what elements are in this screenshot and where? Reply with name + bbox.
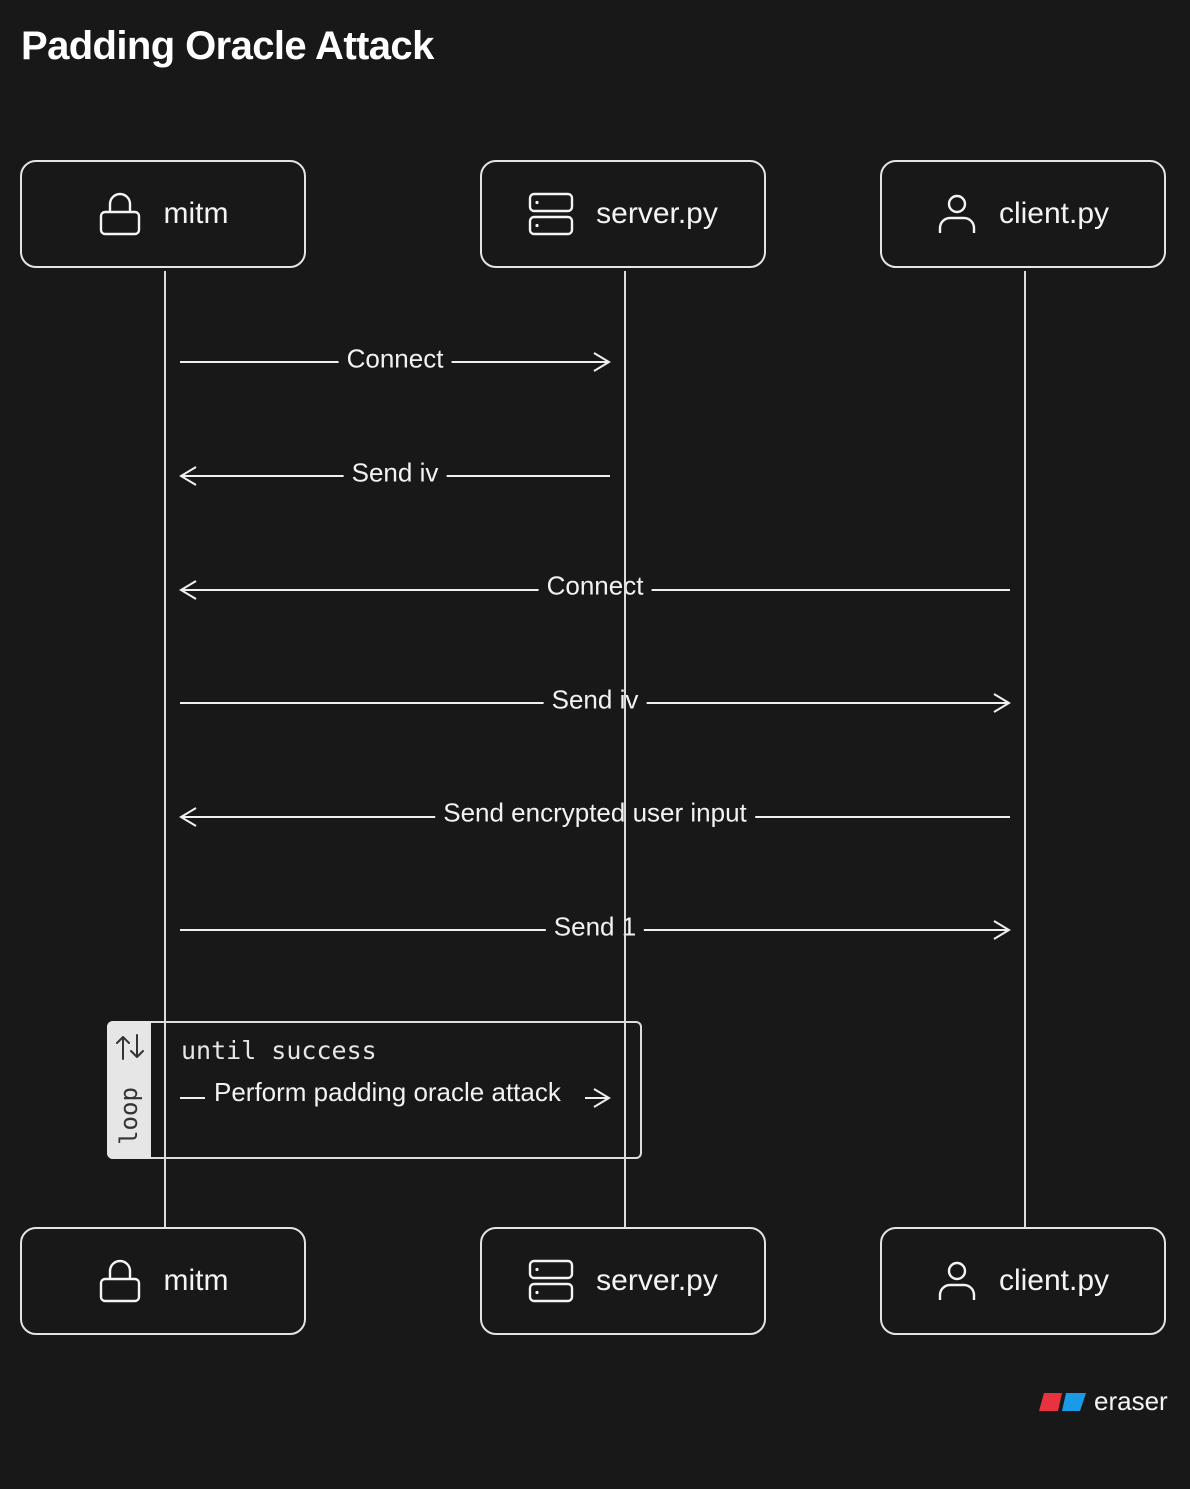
brand-name: eraser <box>1094 1386 1168 1416</box>
user-icon <box>937 1259 977 1303</box>
eraser-logo-icon <box>1039 1392 1086 1411</box>
message-label-3: Connect <box>538 570 652 602</box>
message-label-4: Send iv <box>543 684 647 716</box>
diagram-title: Padding Oracle Attack <box>21 24 434 68</box>
participant-name: mitm <box>163 1264 229 1297</box>
lock-icon <box>98 190 142 238</box>
message-label-2: Send iv <box>343 457 447 489</box>
loop-icon <box>116 1034 144 1060</box>
message-label-5: Send encrypted user input <box>435 797 755 829</box>
eraser-brand: eraser <box>1038 1386 1168 1417</box>
loop-condition: until success <box>181 1036 377 1065</box>
participant-mitm-top: mitm <box>20 160 306 268</box>
loop-tag: loop <box>115 1087 143 1145</box>
participant-name: client.py <box>998 1264 1110 1297</box>
loop-message-label: Perform padding oracle attack <box>214 1077 561 1107</box>
loop-tab <box>107 1021 151 1159</box>
participant-client-bottom: client.py <box>880 1227 1166 1335</box>
participant-mitm-bottom: mitm <box>20 1227 306 1335</box>
participant-name: client.py <box>998 197 1110 230</box>
server-icon <box>528 191 574 237</box>
participant-name: server.py <box>596 197 718 230</box>
participant-server-bottom: server.py <box>480 1227 766 1335</box>
lock-icon <box>98 1257 142 1305</box>
user-icon <box>937 192 977 236</box>
participant-server-top: server.py <box>480 160 766 268</box>
participant-client-top: client.py <box>880 160 1166 268</box>
participant-name: mitm <box>163 197 229 230</box>
message-label-1: Connect <box>338 343 452 375</box>
participant-name: server.py <box>596 1264 718 1297</box>
server-icon <box>528 1258 574 1304</box>
message-label-6: Send 1 <box>545 911 645 943</box>
